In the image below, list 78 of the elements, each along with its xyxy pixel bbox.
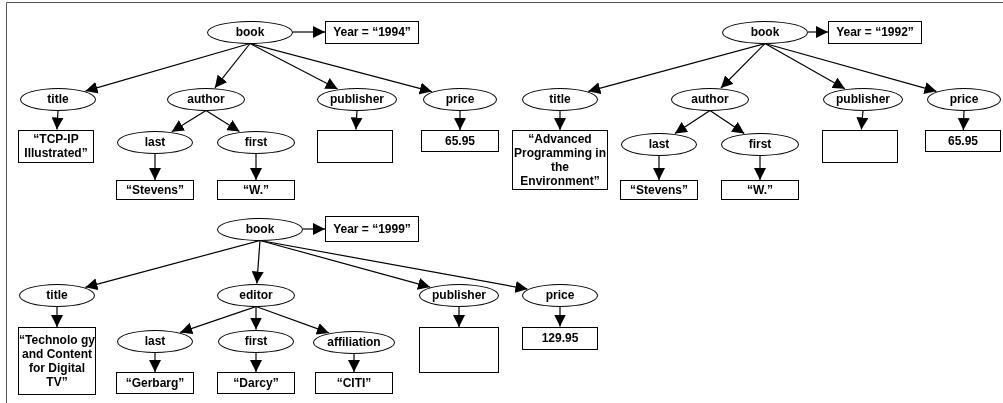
element-ellipse: book — [722, 20, 808, 44]
value-box: “Advanced Programming in the Environment” — [512, 130, 608, 190]
arrow — [720, 42, 766, 89]
arrow — [653, 154, 665, 181]
arrow — [764, 42, 938, 94]
element-ellipse: last — [117, 329, 193, 353]
value-box: “Darcy” — [217, 372, 295, 394]
element-ellipse: publisher — [317, 87, 397, 111]
arrow — [302, 223, 326, 235]
value-box — [317, 129, 393, 163]
value-box: “Technolo gy and Content for Digital TV” — [18, 327, 96, 395]
element-ellipse: price — [927, 87, 1001, 111]
arrow — [84, 239, 261, 291]
element-ellipse: last — [117, 130, 193, 154]
element-ellipse: editor — [217, 283, 295, 307]
arrow — [554, 109, 566, 131]
arrow — [51, 305, 63, 328]
arrow — [259, 239, 431, 290]
arrow — [856, 109, 869, 131]
value-box: Year = “1994” — [325, 20, 419, 44]
element-ellipse: first — [218, 329, 294, 353]
element-ellipse: title — [522, 87, 598, 111]
arrow — [51, 109, 64, 131]
value-box: Year = “1999” — [325, 216, 419, 242]
value-box — [822, 129, 898, 163]
arrow — [348, 352, 360, 373]
arrow — [149, 152, 161, 181]
arrow — [250, 305, 262, 331]
element-ellipse: publisher — [823, 87, 903, 111]
arrow — [754, 154, 766, 181]
arrow — [453, 305, 465, 328]
arrow — [554, 305, 566, 328]
value-box: 129.95 — [522, 326, 598, 350]
arrow — [292, 26, 326, 38]
element-ellipse: author — [167, 87, 245, 111]
element-ellipse: publisher — [419, 283, 499, 307]
value-box: Year = “1992” — [828, 20, 922, 44]
arrow — [149, 351, 161, 373]
arrow — [171, 109, 207, 133]
arrow — [350, 109, 363, 131]
value-box: “Gerbarg” — [116, 372, 194, 394]
element-ellipse: affiliation — [313, 330, 395, 354]
arrow — [764, 42, 846, 90]
value-box: “Stevens” — [620, 180, 698, 200]
arrow — [587, 42, 766, 94]
value-box: “W.” — [217, 180, 295, 200]
arrow — [957, 109, 970, 131]
element-ellipse: title — [19, 283, 95, 307]
value-box: “TCP-IP Illustrated” — [18, 129, 94, 163]
value-box: 65.95 — [925, 130, 1001, 152]
arrow — [214, 42, 251, 89]
arrow — [255, 305, 330, 335]
arrow — [454, 109, 466, 131]
arrow — [205, 109, 241, 133]
value-box: “CITI” — [315, 372, 393, 394]
element-ellipse: price — [522, 283, 598, 307]
element-ellipse: author — [671, 87, 749, 111]
element-ellipse: book — [217, 217, 303, 241]
arrow — [249, 42, 433, 95]
element-ellipse: first — [217, 130, 295, 154]
element-ellipse: title — [20, 87, 96, 111]
value-box: 65.95 — [421, 130, 499, 152]
arrow — [250, 152, 262, 181]
arrow — [251, 239, 264, 285]
arrow — [709, 109, 745, 135]
element-ellipse: book — [207, 20, 293, 44]
arrow — [674, 109, 711, 135]
element-ellipse: price — [423, 87, 497, 111]
arrow — [807, 26, 829, 38]
arrow — [84, 42, 251, 94]
arrow — [250, 351, 262, 373]
arrow — [259, 239, 528, 293]
element-ellipse: last — [621, 132, 697, 156]
value-box: “W.” — [721, 180, 799, 200]
arrow — [179, 305, 257, 335]
value-box: “Stevens” — [116, 180, 194, 200]
element-ellipse: first — [721, 132, 799, 156]
value-box — [419, 327, 499, 373]
